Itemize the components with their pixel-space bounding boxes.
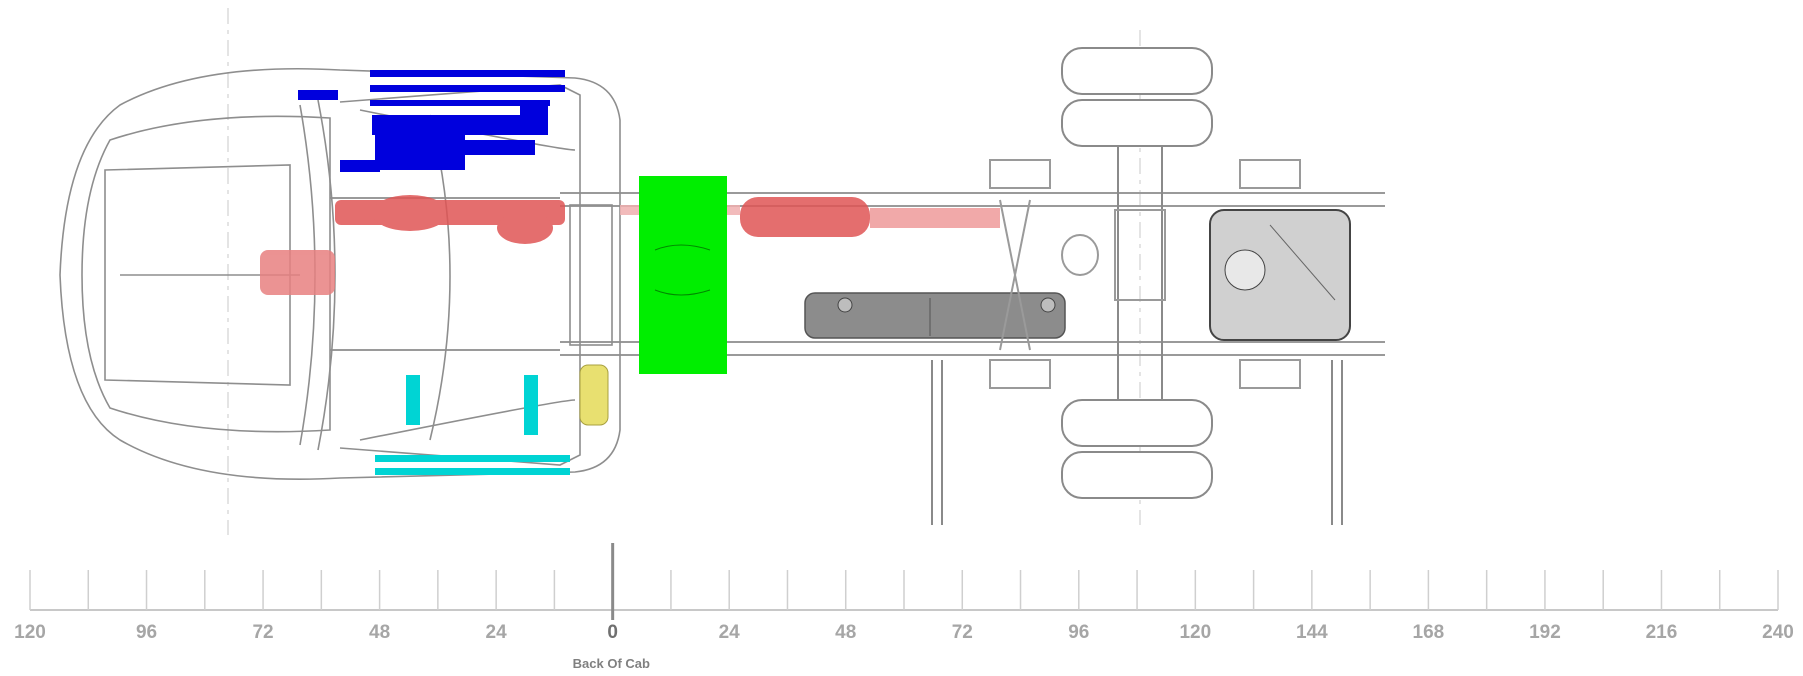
battery-box [298, 70, 565, 172]
ruler-tick-label: 168 [1412, 622, 1445, 643]
body-mount-area [639, 176, 727, 374]
ruler-tick-label: 48 [835, 622, 857, 643]
fuel-lines [375, 375, 570, 475]
air-tank [579, 364, 609, 426]
ruler-tick-label: 192 [1529, 622, 1561, 643]
body-mount-outline [654, 244, 711, 296]
ruler-tick-label: 120 [1179, 622, 1212, 643]
ruler-tick-label: 24 [485, 622, 507, 643]
fuel-tank [804, 292, 1066, 339]
ruler-tick-label: 216 [1645, 622, 1678, 643]
ruler-tick-label: 72 [951, 622, 973, 643]
back-of-cab-label: Back Of Cab [572, 656, 650, 671]
ruler-tick-label: 48 [369, 622, 391, 643]
dimension-ruler [29, 543, 1779, 620]
ruler-tick-label: 96 [1068, 622, 1090, 643]
rear-supports [931, 360, 1343, 525]
exhaust-system [260, 195, 1000, 295]
ruler-tick-label: 72 [252, 622, 274, 643]
ruler-tick-label: 96 [135, 622, 158, 643]
fuel-tank-rear [1209, 209, 1351, 341]
ruler-tick-label: 144 [1296, 622, 1328, 643]
ruler-tick-label: 240 [1762, 622, 1794, 643]
ruler-tick-label: 24 [718, 622, 740, 643]
rear-suspension [989, 159, 1301, 389]
ruler-tick-label: 0 [607, 622, 618, 643]
rear-wheels [1061, 47, 1213, 499]
ruler-tick-label: 120 [14, 622, 46, 643]
